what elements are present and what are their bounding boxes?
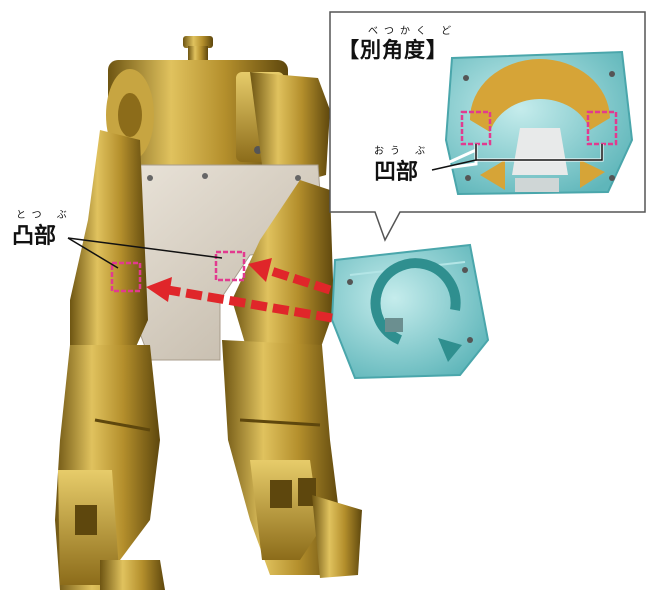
gold-legs-part	[55, 36, 362, 590]
alt-angle-title: 【別角度】	[338, 38, 448, 62]
convex-leader-1	[67, 237, 119, 269]
concave-ruby: おう ぶ	[374, 146, 432, 157]
convex-marker-right	[214, 250, 246, 282]
convex-ruby: とつ ぶ	[16, 210, 73, 221]
convex-marker-left	[110, 261, 142, 293]
concave-leader-1	[431, 148, 477, 172]
concave-label: 凹部	[374, 160, 419, 185]
alt-angle-crystal-view	[444, 50, 634, 196]
convex-label: 凸部	[12, 224, 57, 249]
convex-leader-2	[67, 237, 223, 259]
crystal-part	[330, 243, 490, 380]
alt-angle-ruby: べつかく ど	[368, 26, 458, 37]
insertion-arrows	[146, 258, 333, 323]
